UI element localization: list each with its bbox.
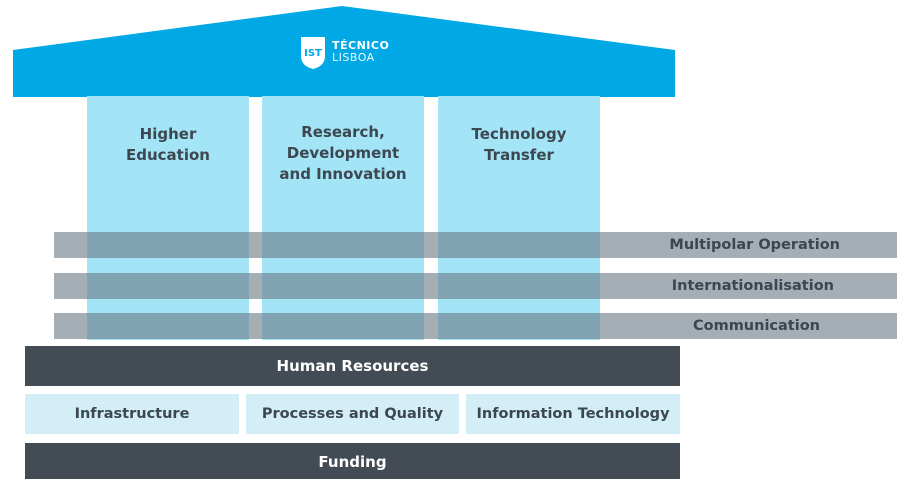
funding-bar: Funding bbox=[25, 443, 680, 479]
support-processes-and-quality: Processes and Quality bbox=[246, 394, 459, 434]
pillar-higher-education: Higher Education bbox=[87, 96, 249, 340]
band-label: Internationalisation bbox=[671, 278, 834, 294]
pillar-label: Research, Development and Innovation bbox=[262, 122, 424, 185]
pillar-label: Technology Transfer bbox=[438, 124, 600, 166]
tecnico-shield-icon: IST bbox=[301, 37, 325, 69]
band-label: Communication bbox=[692, 318, 820, 334]
pillar-label-line: Transfer bbox=[484, 146, 554, 164]
tecnico-logo: IST TÉCNICO LISBOA bbox=[300, 36, 400, 72]
support-infrastructure: Infrastructure bbox=[25, 394, 239, 434]
pillar-label: Higher Education bbox=[87, 124, 249, 166]
band-multipolar-operation: Multipolar Operation bbox=[54, 232, 897, 258]
pillar-label-line: and Innovation bbox=[279, 165, 407, 183]
pillar-research-development-innovation: Research, Development and Innovation bbox=[262, 96, 424, 340]
band-internationalisation: Internationalisation bbox=[54, 273, 897, 299]
logo-mark-text: IST bbox=[304, 48, 322, 59]
pillar-label-line: Research, bbox=[301, 123, 385, 141]
band-communication: Communication bbox=[54, 313, 897, 339]
support-information-technology: Information Technology bbox=[466, 394, 680, 434]
pillar-label-line: Higher bbox=[139, 125, 197, 143]
roof-shape bbox=[13, 6, 675, 97]
pillar-label-line: Technology bbox=[471, 125, 567, 143]
logo-text-tecnico: TÉCNICO bbox=[332, 39, 390, 52]
pillar-label-line: Education bbox=[126, 146, 210, 164]
band-label: Multipolar Operation bbox=[669, 237, 840, 253]
pillar-label-line: Development bbox=[286, 144, 400, 162]
pillar-technology-transfer: Technology Transfer bbox=[438, 96, 600, 340]
logo-text-lisboa: LISBOA bbox=[332, 51, 375, 64]
human-resources-bar: Human Resources bbox=[25, 346, 680, 386]
roof bbox=[13, 6, 675, 97]
